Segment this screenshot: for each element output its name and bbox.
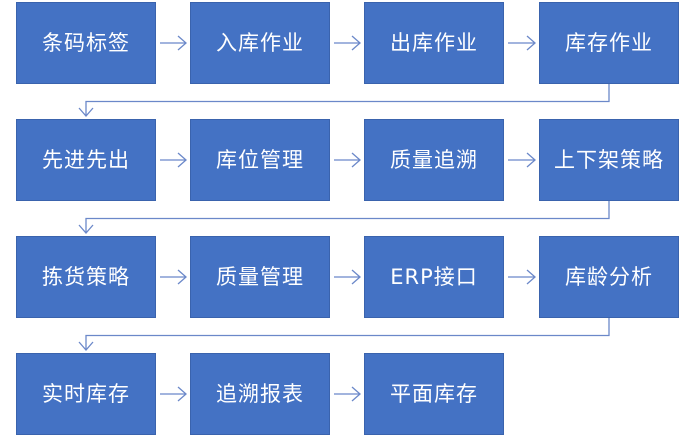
node-traceability-report: 追溯报表 — [190, 353, 330, 435]
wrap-connector — [85, 84, 610, 116]
node-label: 库位管理 — [216, 148, 304, 172]
node-picking-strategy: 拣货策略 — [16, 236, 156, 318]
node-label: 条码标签 — [42, 31, 130, 55]
node-label: 库存作业 — [565, 31, 653, 55]
node-barcode-label: 条码标签 — [16, 2, 156, 84]
node-quality-traceability: 质量追溯 — [364, 119, 504, 201]
node-label: 库龄分析 — [565, 265, 653, 289]
wrap-connector — [85, 318, 610, 350]
node-quality-management: 质量管理 — [190, 236, 330, 318]
node-label: 先进先出 — [42, 148, 130, 172]
arrowhead — [526, 269, 536, 285]
arrowhead — [177, 152, 187, 168]
node-outbound-operation: 出库作业 — [364, 2, 504, 84]
node-location-management: 库位管理 — [190, 119, 330, 201]
wrap-connector — [85, 201, 610, 233]
node-label: 追溯报表 — [216, 382, 304, 406]
node-label: 上下架策略 — [554, 148, 664, 172]
node-label: 平面库存 — [390, 382, 478, 406]
arrowhead — [177, 35, 187, 51]
arrowhead — [78, 107, 94, 117]
node-label: 入库作业 — [216, 31, 304, 55]
node-inbound-operation: 入库作业 — [190, 2, 330, 84]
node-label: 质量追溯 — [390, 148, 478, 172]
arrowhead — [351, 386, 361, 402]
node-inventory-operation: 库存作业 — [539, 2, 679, 84]
node-putaway-strategy: 上下架策略 — [539, 119, 679, 201]
arrowhead — [177, 386, 187, 402]
node-label: ERP接口 — [390, 265, 478, 289]
arrowhead — [351, 269, 361, 285]
arrowhead — [177, 269, 187, 285]
node-label: 拣货策略 — [42, 265, 130, 289]
node-label: 实时库存 — [42, 382, 130, 406]
arrowhead — [526, 35, 536, 51]
node-label: 质量管理 — [216, 265, 304, 289]
arrowhead — [351, 152, 361, 168]
node-flat-inventory: 平面库存 — [364, 353, 504, 435]
node-erp-interface: ERP接口 — [364, 236, 504, 318]
node-label: 出库作业 — [390, 31, 478, 55]
arrowhead — [526, 152, 536, 168]
arrowhead — [78, 224, 94, 234]
node-inventory-age-analysis: 库龄分析 — [539, 236, 679, 318]
arrowhead — [351, 35, 361, 51]
arrowhead — [78, 341, 94, 351]
node-fifo: 先进先出 — [16, 119, 156, 201]
node-realtime-inventory: 实时库存 — [16, 353, 156, 435]
